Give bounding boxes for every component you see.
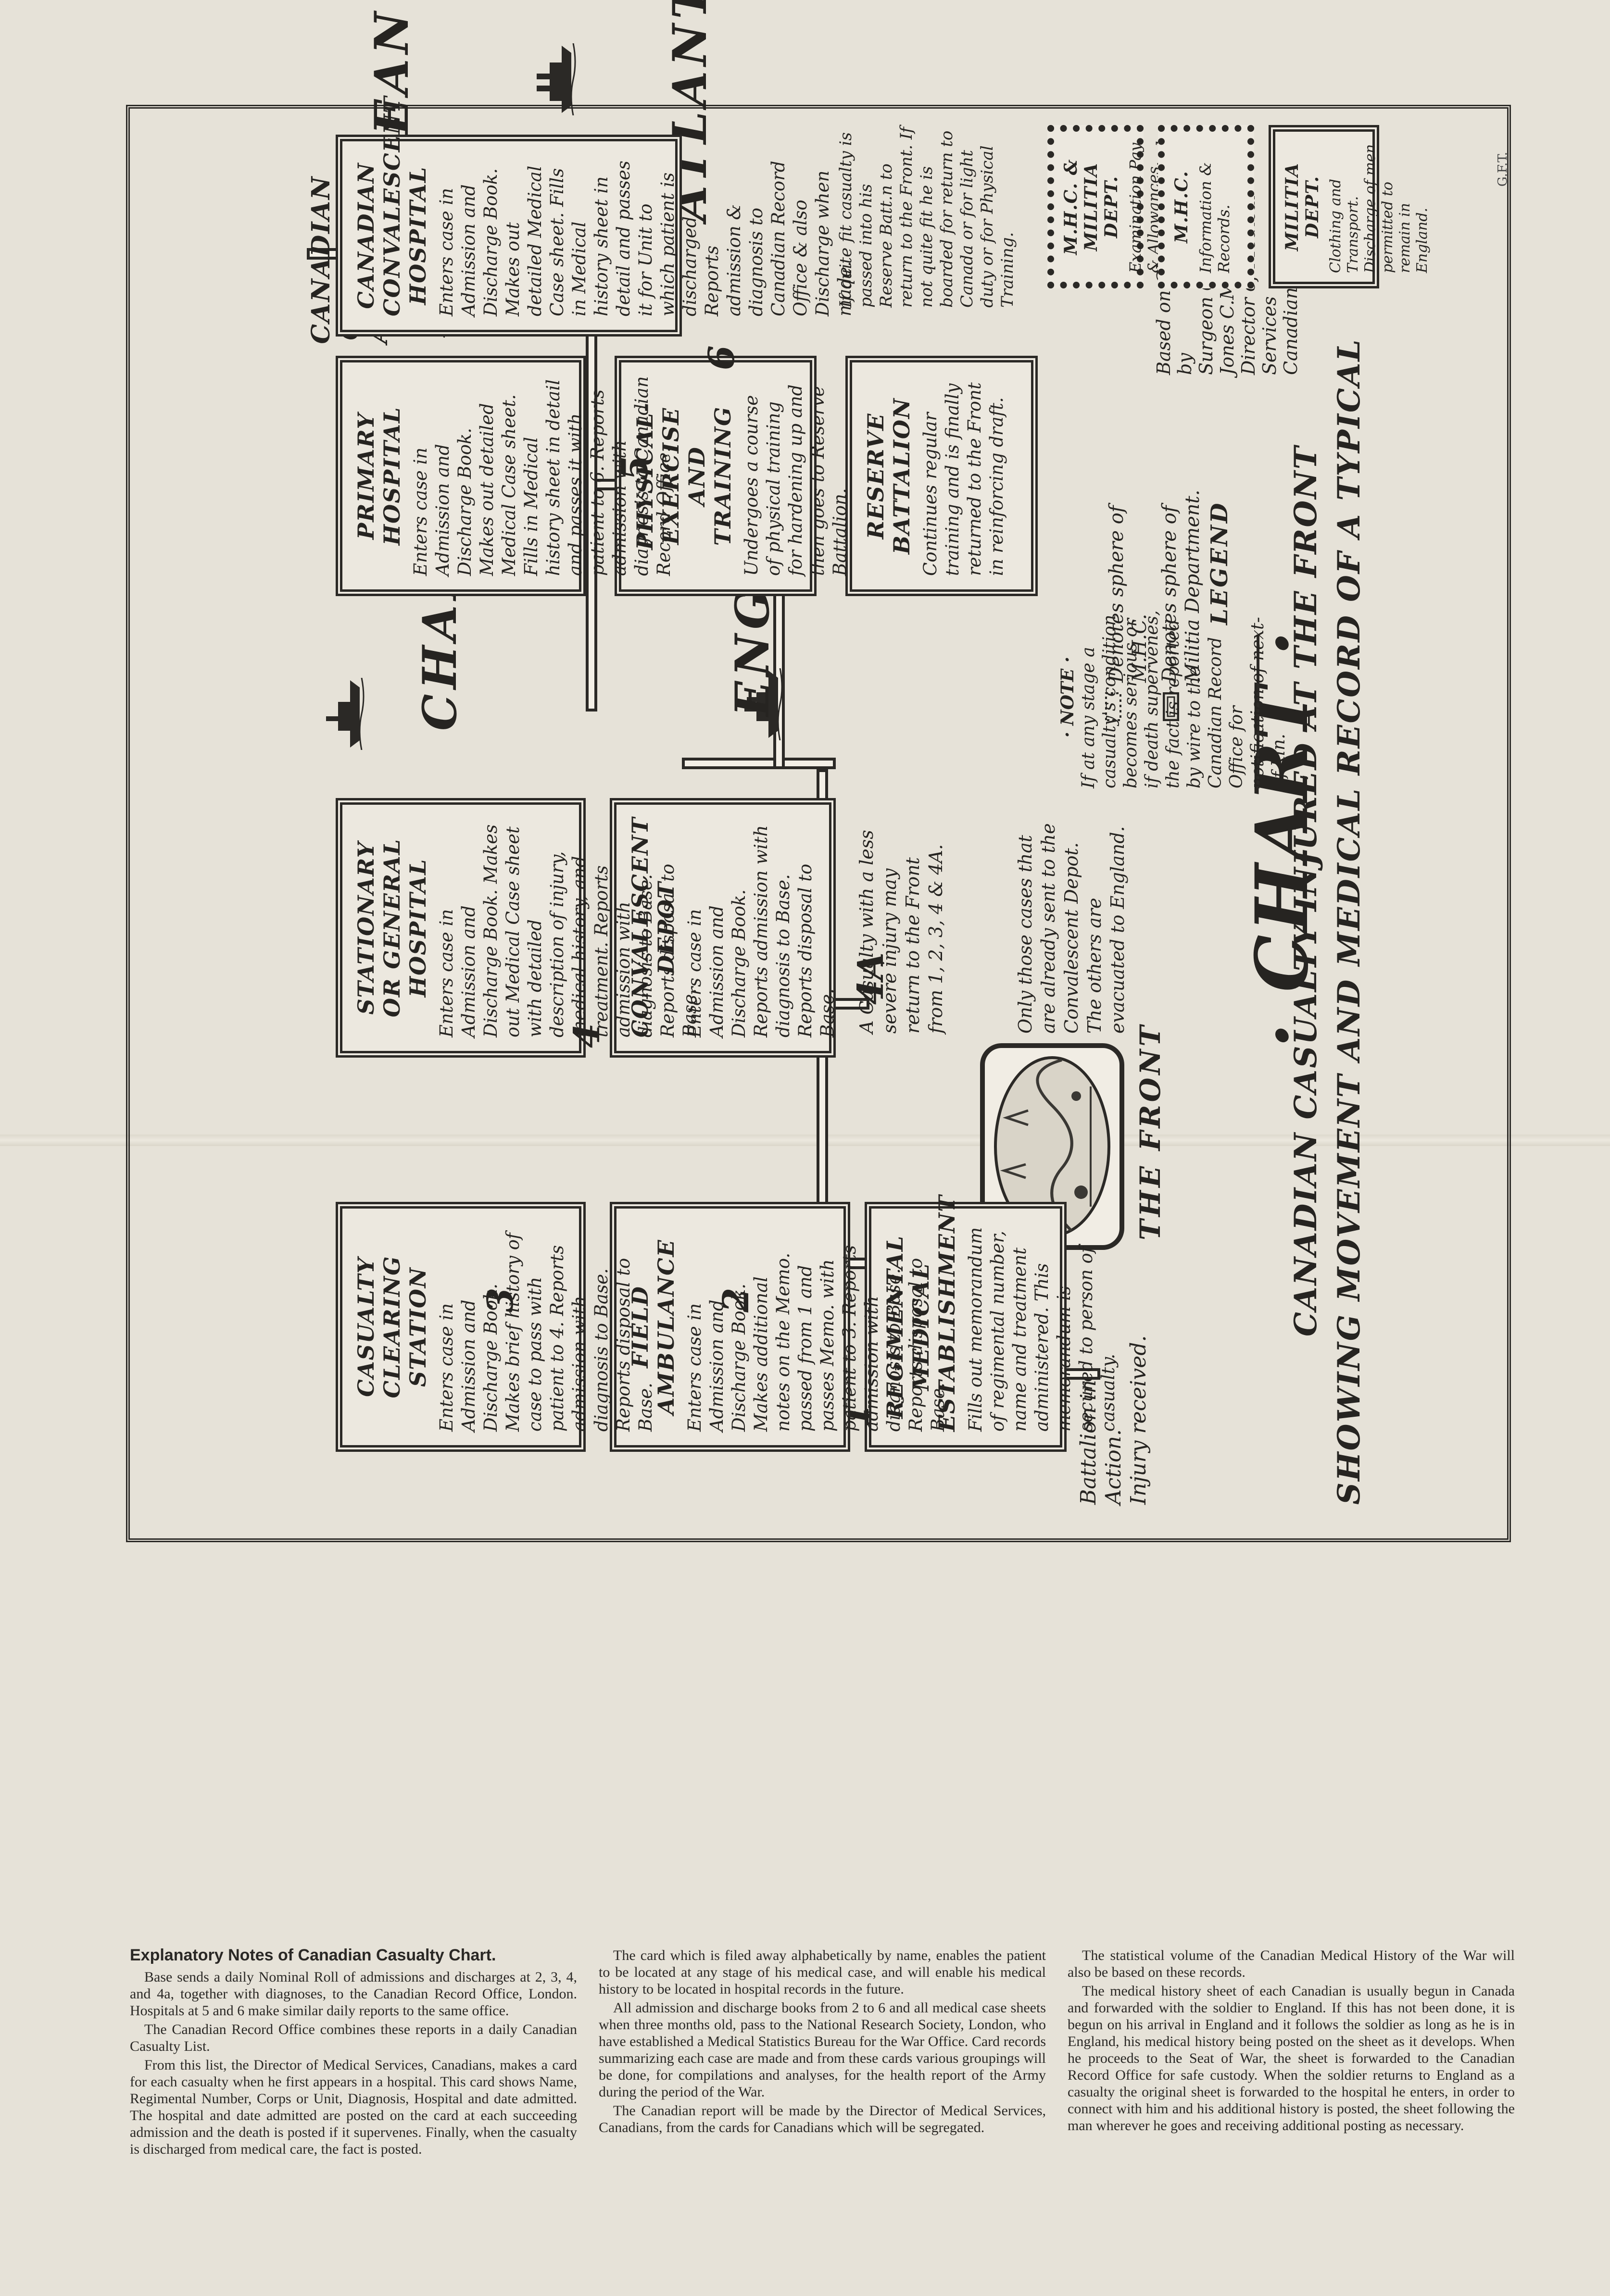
explanatory-col1-p3: From this list, the Director of Medical …: [130, 2057, 577, 2157]
explanatory-col2-p3: The Canadian report will be made by the …: [599, 2103, 1046, 2135]
region-the-front: THE FRONT: [1134, 1023, 1167, 1240]
chart-subtitle-2: Canadian Casualty Injured at The Front: [1288, 445, 1324, 1336]
box-body-militia: Clothing and Transport. Discharge of men…: [1327, 144, 1431, 273]
box-body-canconv: Enters case in Admission and Discharge B…: [436, 161, 855, 316]
box-body-reserve: Continues regular training and is finall…: [920, 382, 1007, 576]
explanatory-col1-p2: The Canadian Record Office combines thes…: [130, 2021, 577, 2054]
box-reserve-battalion: Reserve Battalion Continues regular trai…: [845, 356, 1038, 596]
box-primary-hospital: Primary Hospital Enters case in Admissio…: [336, 356, 674, 596]
note-box: · NOTE · If at any stage a casualty's co…: [1057, 606, 1290, 788]
number-4: 4: [566, 1023, 608, 1048]
box-title-primary: Primary Hospital: [353, 406, 405, 546]
explanatory-col1-p1: Base sends a daily Nominal Roll of admis…: [130, 1969, 577, 2019]
route-trunk-vertical: [682, 758, 836, 769]
explanatory-col2-p2: All admission and discharge books from 2…: [599, 2000, 1046, 2100]
box-mhc: M.H.C. Information & Records.: [1158, 125, 1254, 288]
box-body-mhc-militia: Examination Pay & Allowances.: [1126, 142, 1163, 273]
explanatory-col3-p1: The statistical volume of the Canadian M…: [1068, 1947, 1515, 1980]
box-title-canconv: Canadian Convalescent Hospital: [353, 95, 431, 316]
box-title-ccs: Casualty Clearing Station: [353, 1255, 431, 1398]
note-less-severe: A Casualty with a less severe injury may…: [856, 830, 946, 1034]
box-body-physical: Undergoes a course of physical training …: [741, 384, 850, 576]
box-body-convdepot: Enters case in Admission and Discharge B…: [684, 825, 838, 1037]
box-title-mhc-militia: M.H.C. & Militia Dept.: [1061, 158, 1121, 255]
box-stationary-general-hospital: Stationary or General Hospital Enters ca…: [336, 798, 700, 1058]
explanatory-col2-p1: The card which is filed away alphabetica…: [599, 1947, 1046, 1997]
box-title-mhc: M.H.C.: [1171, 170, 1192, 243]
battlefield-illustration-icon: [980, 1043, 1124, 1250]
note-if-quite-fit: If quite fit casualty is passed into his…: [836, 127, 1017, 308]
box-title-militia: Militia Dept.: [1282, 162, 1322, 251]
box-title-stationary: Stationary or General Hospital: [353, 838, 431, 1018]
number-2: 2: [716, 1287, 757, 1313]
box-body-ccs: Enters case in Admission and Discharge B…: [436, 1233, 656, 1432]
explanatory-col3-p2: The medical history sheet of each Canadi…: [1068, 1983, 1515, 2134]
chart-rotated-layer: · CHART · Showing Movement and Medical R…: [134, 0, 1504, 1538]
note-title: · NOTE ·: [1057, 656, 1078, 738]
box-militia-dept: Militia Dept. Clothing and Transport. Di…: [1269, 125, 1431, 288]
explanatory-column-3: The statistical volume of the Canadian M…: [1068, 1947, 1515, 2136]
box-casualty-clearing-station: Casualty Clearing Station Enters case in…: [336, 1202, 656, 1452]
chart-frame: G.F.T.: [126, 105, 1511, 1542]
number-3: 3: [480, 1287, 521, 1313]
chart-subtitle-1: Showing Movement and Medical Record of a…: [1331, 338, 1367, 1505]
explanatory-column-2: The card which is filed away alphabetica…: [599, 1947, 1046, 2138]
box-body-field: Enters case in Admission and Discharge B…: [684, 1245, 948, 1432]
number-6: 6: [701, 345, 742, 371]
box-body-stationary: Enters case in Admission and Discharge B…: [436, 824, 700, 1037]
note-body: If at any stage a casualty's condition b…: [1079, 610, 1289, 788]
box-body-rme: Fills out memorandum of regimental numbe…: [965, 1227, 1119, 1432]
box-body-mhc: Information & Records.: [1196, 162, 1233, 273]
box-title-reserve: Reserve Battalion: [863, 397, 915, 555]
ship-icon-atlantic: [537, 43, 576, 115]
mhc-legend-icon: [1105, 692, 1121, 721]
battle-note-line-2: Injury received.: [1126, 1335, 1151, 1505]
ship-icon-channel-north: [744, 668, 783, 740]
explanatory-heading: Explanatory Notes of Canadian Casualty C…: [130, 1946, 496, 1964]
note-only-those: Only those cases that are already sent t…: [1015, 823, 1128, 1034]
box-mhc-militia-dept: M.H.C. & Militia Dept. Examination Pay &…: [1047, 125, 1163, 288]
box-canadian-convalescent-hospital: Canadian Convalescent Hospital Enters ca…: [336, 95, 855, 337]
militia-legend-icon: [1163, 692, 1179, 721]
paper-fold: [0, 1135, 1610, 1146]
number-5: 5: [615, 456, 656, 481]
explanatory-column-1: Explanatory Notes of Canadian Casualty C…: [130, 1947, 577, 2159]
ship-icon-channel-south: [326, 678, 365, 750]
